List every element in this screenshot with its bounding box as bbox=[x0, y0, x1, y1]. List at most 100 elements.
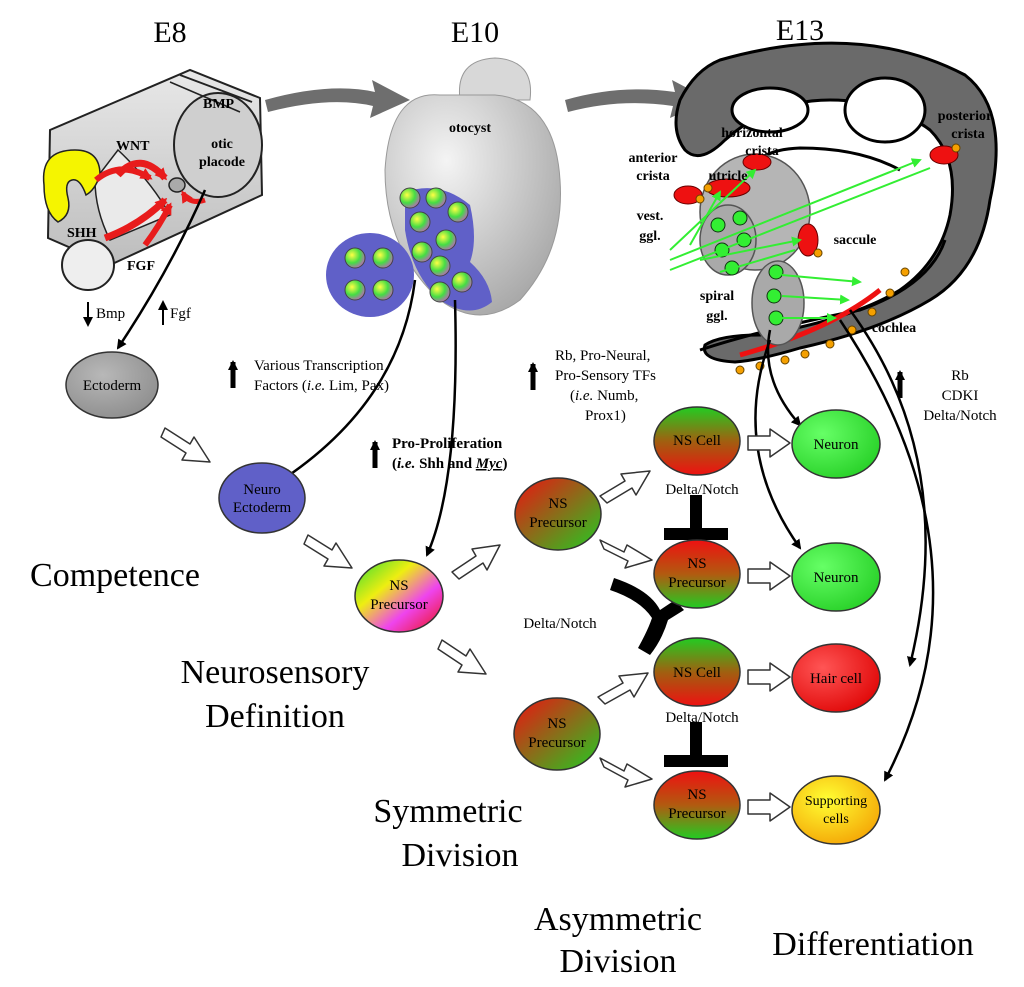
ectoderm-node bbox=[65, 351, 159, 419]
e8-placode-label: placode bbox=[199, 155, 245, 170]
phase-neurosensory-2: Definition bbox=[205, 698, 345, 735]
ns-precursor-upper-label-2: Precursor bbox=[529, 515, 586, 531]
ns-cell-lower-label: NS Cell bbox=[673, 665, 721, 681]
e8-embryo-schematic bbox=[42, 68, 264, 291]
prolif-line-2: (i.e. Shh and Myc) bbox=[392, 456, 507, 472]
fgf-up-label: Fgf bbox=[170, 306, 191, 322]
flow-arrow-lower-nsprec bbox=[599, 757, 653, 788]
hair-cell-label: Hair cell bbox=[810, 671, 862, 687]
ns-precursor-center-label-1: NS bbox=[389, 578, 408, 594]
phase-competence: Competence bbox=[30, 557, 200, 594]
e13-saccule-label: saccule bbox=[834, 233, 877, 248]
neuron-top-node bbox=[791, 409, 881, 479]
posterior-crista bbox=[929, 145, 959, 165]
ns-cell-lower-node bbox=[653, 637, 741, 707]
e13-posterior-label: posterior bbox=[938, 109, 992, 124]
otocyst-to-nsprecursor-arrow bbox=[425, 299, 457, 557]
right-line-1: Rb bbox=[951, 368, 969, 384]
phase-asymmetric-1: Asymmetric bbox=[534, 901, 702, 938]
flow-arrow-nsprec-neuron bbox=[747, 561, 791, 591]
placode-to-ectoderm-arrow bbox=[116, 189, 207, 350]
flow-arrow-upper-nsprec bbox=[599, 539, 653, 569]
e10-progenitor-cells bbox=[344, 187, 473, 303]
right-line-2: CDKI bbox=[942, 388, 979, 404]
ns-precursor-bottom-label-1: NS bbox=[687, 787, 706, 803]
neuron-mid-node bbox=[791, 542, 881, 612]
phase-symmetric-2: Division bbox=[401, 837, 518, 874]
notch-label-top: Delta/Notch bbox=[665, 482, 739, 498]
inhibition-bottom-stem bbox=[690, 722, 702, 757]
flow-arrow-neuroecto-nsprec bbox=[303, 534, 353, 569]
prolif-line-1: Pro-Proliferation bbox=[392, 436, 503, 452]
notochord bbox=[61, 239, 115, 291]
horizontal-crista bbox=[742, 153, 772, 171]
neuroectoderm-label-2: Ectoderm bbox=[233, 500, 292, 516]
ns-precursor-lower-node bbox=[513, 697, 601, 771]
stage-transition-arrow-e10-e13 bbox=[565, 80, 710, 118]
supporting-cells-label-1: Supporting bbox=[805, 794, 867, 809]
right-line-3: Delta/Notch bbox=[923, 408, 997, 424]
hair-cell-node bbox=[791, 643, 881, 713]
phase-differentiation: Differentiation bbox=[772, 926, 973, 963]
phase-symmetric-1: Symmetric bbox=[373, 793, 522, 830]
e13-vest-ggl-label: ggl. bbox=[639, 229, 660, 244]
ns-precursor-lower-label-1: NS bbox=[547, 716, 566, 732]
e8-bmp-label: BMP bbox=[203, 97, 235, 112]
phase-asymmetric-2: Division bbox=[559, 943, 676, 980]
ns-cell-top-node bbox=[653, 406, 741, 476]
notch-label-lower: Delta/Notch bbox=[665, 710, 739, 726]
neuroectoderm-label-1: Neuro bbox=[243, 482, 281, 498]
inhibition-bottom-bar bbox=[664, 755, 728, 767]
ns-precursor-upper-label-1: NS bbox=[548, 496, 567, 512]
inhibition-top-stem bbox=[690, 495, 702, 530]
e13-spiral-ggl-label: ggl. bbox=[706, 309, 727, 324]
phase-neurosensory-1: Neurosensory bbox=[181, 654, 370, 691]
supporting-cells-label-2: cells bbox=[823, 812, 849, 827]
e8-shh-label: SHH bbox=[67, 226, 97, 241]
bmp-down-label: Bmp bbox=[96, 306, 125, 322]
rb-line-3: (i.e. Numb, bbox=[570, 388, 638, 404]
otocyst-to-neuroectoderm-arrow bbox=[283, 279, 417, 480]
rb-line-4: Prox1) bbox=[585, 408, 626, 424]
flow-arrow-nscell-haircell bbox=[747, 662, 791, 692]
flow-arrow-ectoderm-neuroecto bbox=[160, 427, 211, 463]
e13-horizontal-label: horizontal bbox=[721, 126, 783, 141]
cochlear-duct bbox=[739, 288, 882, 358]
e13-cochlea-label: cochlea bbox=[872, 321, 916, 336]
ns-precursor-upper-node bbox=[514, 477, 602, 551]
e8-wnt-label: WNT bbox=[116, 139, 150, 154]
e8-otic-label: otic bbox=[211, 137, 233, 152]
tf-line-2: Factors (i.e. Lim, Pax) bbox=[254, 378, 389, 394]
e10-otocyst-label: otocyst bbox=[449, 121, 491, 136]
ns-precursor-lower-label-2: Precursor bbox=[528, 735, 585, 751]
cochlea-to-supporting-arrow bbox=[838, 319, 935, 782]
stage-label-e10: E10 bbox=[451, 16, 499, 49]
ns-precursor-middle-label-1: NS bbox=[687, 556, 706, 572]
e13-posterior-crista-label: crista bbox=[951, 127, 984, 142]
stage-label-e13: E13 bbox=[776, 14, 824, 47]
rb-line-1: Rb, Pro-Neural, bbox=[555, 348, 650, 364]
rb-line-2: Pro-Sensory TFs bbox=[555, 368, 656, 384]
ns-precursor-bottom-node bbox=[653, 770, 741, 840]
neural-tube-shh-region bbox=[42, 149, 101, 223]
e13-vest-label: vest. bbox=[637, 209, 664, 224]
neuron-mid-label: Neuron bbox=[814, 570, 859, 586]
ns-precursor-bottom-label-2: Precursor bbox=[668, 806, 725, 822]
e13-utricle-label: utricle bbox=[709, 169, 748, 184]
flow-arrow-upper-nscell bbox=[599, 470, 651, 504]
inhibition-middle-symbol bbox=[610, 578, 684, 655]
e13-spiral-label: spiral bbox=[700, 289, 734, 304]
neuroectoderm-node bbox=[218, 462, 306, 534]
ns-precursor-middle-label-2: Precursor bbox=[668, 575, 725, 591]
e13-anterior-label: anterior bbox=[629, 151, 678, 166]
e13-inner-ear-schematic bbox=[669, 41, 998, 375]
neuron-top-label: Neuron bbox=[814, 437, 859, 453]
bmp-signal-arrow bbox=[180, 190, 206, 204]
ns-precursor-center-label-2: Precursor bbox=[370, 597, 427, 613]
cochlea-to-haircell-arrow bbox=[848, 309, 927, 667]
flow-arrow-nsprec-lower bbox=[437, 639, 487, 675]
tf-line-1: Various Transcription bbox=[254, 358, 384, 374]
otic-placode-point bbox=[168, 177, 186, 193]
e13-anterior-crista-label: crista bbox=[636, 169, 669, 184]
ns-cell-top-label: NS Cell bbox=[673, 433, 721, 449]
